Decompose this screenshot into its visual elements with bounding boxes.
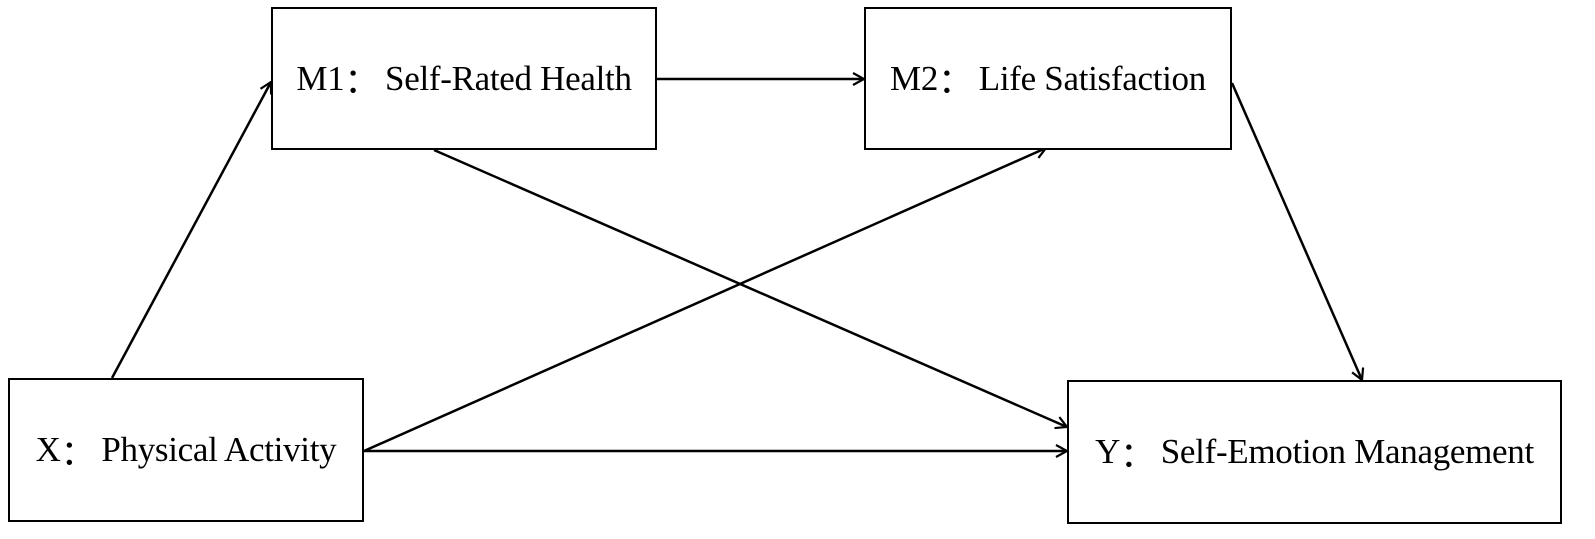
- node-y-label: Self-Emotion Management: [1160, 432, 1534, 471]
- node-m2-separator: ：: [938, 62, 973, 101]
- node-y-separator: ：: [1120, 435, 1155, 475]
- node-y-id: Y: [1095, 432, 1121, 471]
- node-x-id: X: [35, 430, 61, 469]
- node-m1-separator: ：: [344, 62, 380, 101]
- node-m2-label: Life Satisfaction: [978, 58, 1206, 98]
- node-m2-id: M2: [890, 58, 939, 98]
- node-x-label: Physical Activity: [101, 430, 337, 469]
- node-m1-self-rated-health: M1：Self-Rated Health: [271, 7, 657, 150]
- edge-x-to-m1: [110, 82, 271, 379]
- edge-x-to-m2: [363, 148, 1046, 453]
- node-y-self-emotion-management: Y：Self-Emotion Management: [1067, 380, 1562, 524]
- edge-m2-to-y: [1230, 82, 1362, 380]
- node-m2-life-satisfaction: M2：Life Satisfaction: [864, 7, 1232, 150]
- node-m1-label: Self-Rated Health: [385, 58, 632, 98]
- node-x-separator: ：: [60, 433, 96, 473]
- node-m1-id: M1: [296, 58, 345, 98]
- node-x-physical-activity: X：Physical Activity: [8, 378, 364, 522]
- edge-m1-to-y: [433, 148, 1067, 427]
